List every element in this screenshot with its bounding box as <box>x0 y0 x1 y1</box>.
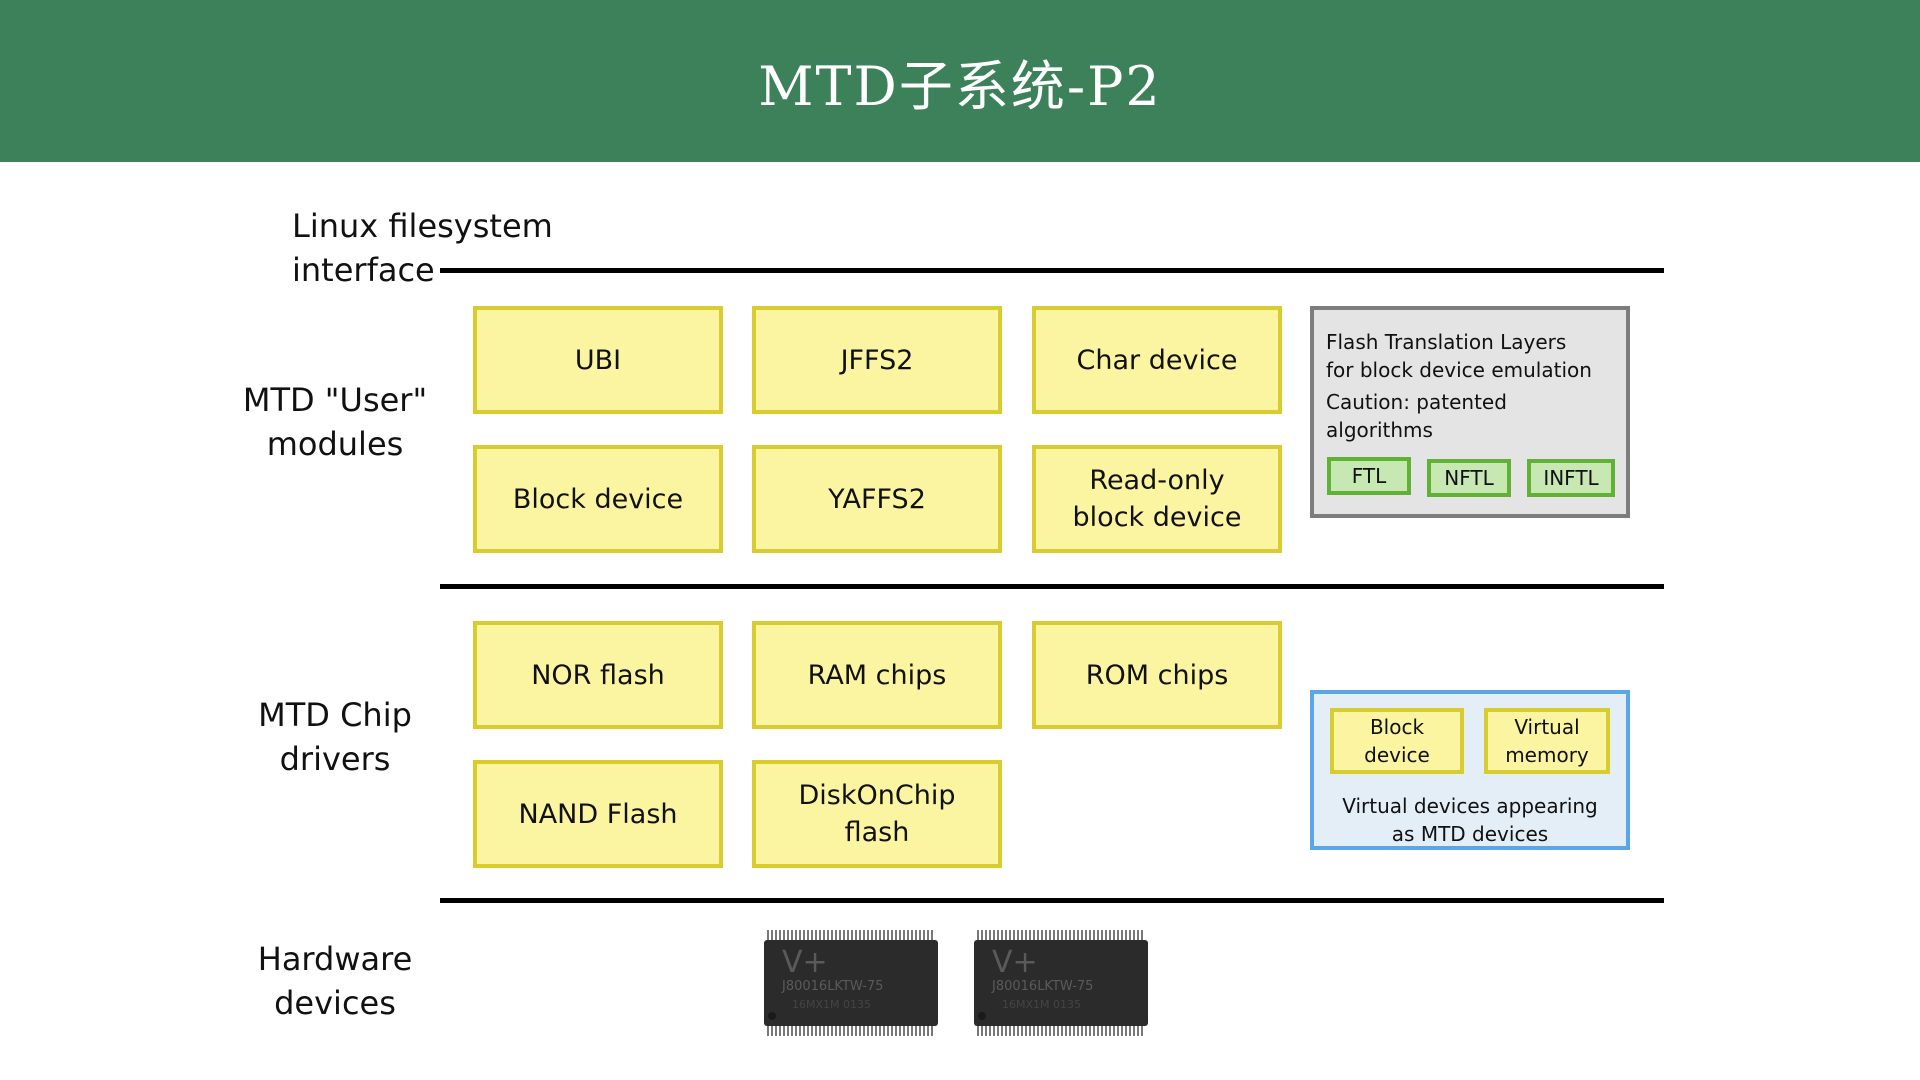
ubi-box: UBI <box>473 306 723 414</box>
ram-chips-box: RAM chips <box>752 621 1002 729</box>
label-mtd-chip-drivers: MTD Chip drivers <box>258 696 412 778</box>
flash-chip-image-1: V+ J80016LKTW-75 16MX1M 0135 <box>764 930 938 1036</box>
divider-top <box>440 268 1664 273</box>
ftl-panel: Flash Translation Layers for block devic… <box>1310 306 1630 518</box>
divider-bottom <box>440 898 1664 903</box>
chip-logo: V+ <box>782 945 828 980</box>
nor-flash-box: NOR flash <box>473 621 723 729</box>
virtual-memory-box: Virtual memory <box>1484 708 1610 774</box>
label-mtd-user-modules: MTD "User" modules <box>242 381 428 463</box>
slide-title: MTD子系统-P2 <box>758 54 1162 118</box>
flash-chip-image-2: V+ J80016LKTW-75 16MX1M 0135 <box>974 930 1148 1036</box>
ftl-description: Flash Translation Layers for block devic… <box>1326 330 1592 382</box>
readonly-block-device-box: Read-only block device <box>1032 445 1282 553</box>
ftl-box: FTL <box>1327 457 1411 495</box>
jffs2-box: JFFS2 <box>752 306 1002 414</box>
rom-chips-box: ROM chips <box>1032 621 1282 729</box>
inftl-box: INFTL <box>1527 459 1615 497</box>
chip-part-number: J80016LKTW-75 <box>781 979 883 994</box>
virtual-block-device-box: Block device <box>1330 708 1464 774</box>
nand-flash-box: NAND Flash <box>473 760 723 868</box>
chip-small-text: 16MX1M 0135 <box>792 998 871 1011</box>
chip-small-text: 16MX1M 0135 <box>1002 998 1081 1011</box>
chip-logo: V+ <box>992 945 1038 980</box>
chip-part-number: J80016LKTW-75 <box>991 979 1093 994</box>
virtual-devices-panel: Block device Virtual memory Virtual devi… <box>1310 690 1630 850</box>
diskonchip-flash-box: DiskOnChip flash <box>752 760 1002 868</box>
label-hardware-devices: Hardware devices <box>257 940 413 1022</box>
slide-header: MTD子系统-P2 <box>0 0 1920 162</box>
char-device-box: Char device <box>1032 306 1282 414</box>
divider-middle <box>440 584 1664 589</box>
chip-pins <box>977 930 1143 1036</box>
yaffs2-box: YAFFS2 <box>752 445 1002 553</box>
nftl-box: NFTL <box>1427 459 1511 497</box>
chip-pins-top <box>767 930 933 1036</box>
virtual-devices-caption: Virtual devices appearing as MTD devices <box>1342 794 1598 846</box>
label-linux-filesystem-interface: Linux filesystem interface <box>292 207 553 289</box>
block-device-box: Block device <box>473 445 723 553</box>
ftl-caution: Caution: patented algorithms <box>1326 390 1507 442</box>
